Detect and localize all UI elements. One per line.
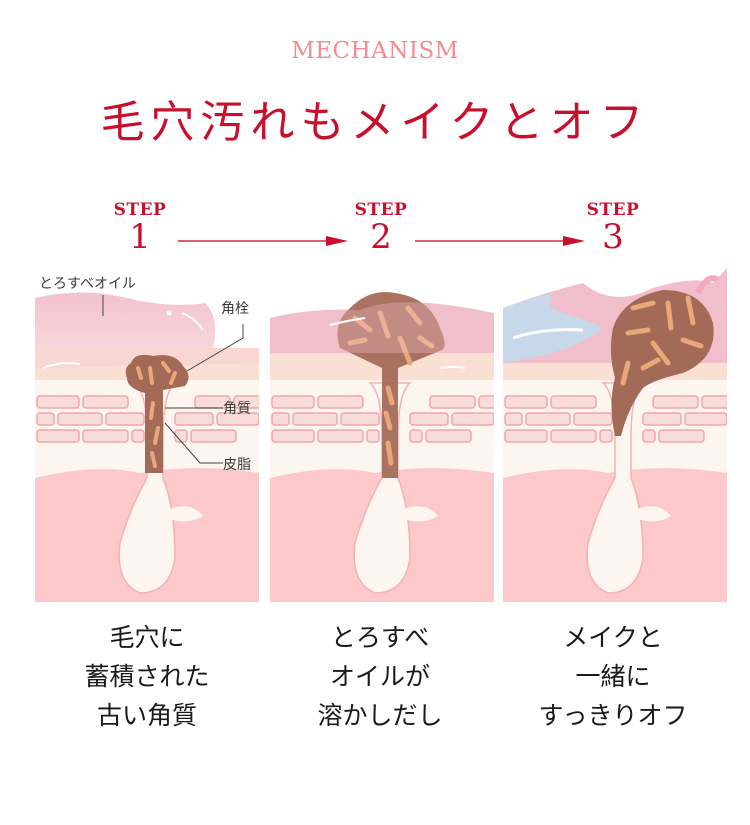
step-arrow-2-to-3 xyxy=(415,236,585,246)
step-3-marker: STEP 3 xyxy=(578,200,648,254)
callout-sebum: 皮脂 xyxy=(223,457,251,473)
callout-oil: とろすべオイル xyxy=(39,276,137,292)
caption-line: 古い角質 xyxy=(96,701,197,730)
step-2-marker: STEP 2 xyxy=(346,200,416,254)
caption-line: オイルが xyxy=(329,662,430,691)
step-number: 2 xyxy=(370,217,392,257)
caption-step-3: メイクと 一緒に すっきりオフ xyxy=(495,618,731,735)
caption-line: 毛穴に xyxy=(109,623,185,652)
caption-step-2: とろすべ オイルが 溶かしだし xyxy=(262,618,498,735)
step-arrow-1-to-2 xyxy=(178,236,348,246)
step-number: 1 xyxy=(129,217,151,257)
step-1-marker: STEP 1 xyxy=(105,200,175,254)
caption-line: すっきりオフ xyxy=(538,701,688,730)
section-eyebrow: MECHANISM xyxy=(291,38,459,64)
caption-line: 蓄積された xyxy=(84,662,210,691)
callout-plug: 角栓 xyxy=(221,301,249,317)
caption-step-1: 毛穴に 蓄積された 古い角質 xyxy=(29,618,265,735)
step-label: STEP xyxy=(354,200,408,220)
caption-line: メイクと xyxy=(563,623,663,652)
arrow-head-icon xyxy=(326,236,348,246)
caption-line: 溶かしだし xyxy=(317,701,443,730)
caption-line: とろすべ xyxy=(330,623,430,652)
step-number: 3 xyxy=(602,217,624,257)
pore-illustration-step-3 xyxy=(503,268,727,602)
callout-keratin: 角質 xyxy=(223,401,251,417)
step-label: STEP xyxy=(113,200,167,220)
pore-illustration-step-2 xyxy=(270,268,494,602)
arrow-head-icon xyxy=(563,236,585,246)
caption-line: 一緒に xyxy=(575,662,651,691)
pore-illustration-step-1: とろすべオイル 角栓 角質 皮脂 xyxy=(35,268,259,602)
step-label: STEP xyxy=(586,200,640,220)
page-title: 毛穴汚れもメイクとオフ xyxy=(100,97,650,148)
